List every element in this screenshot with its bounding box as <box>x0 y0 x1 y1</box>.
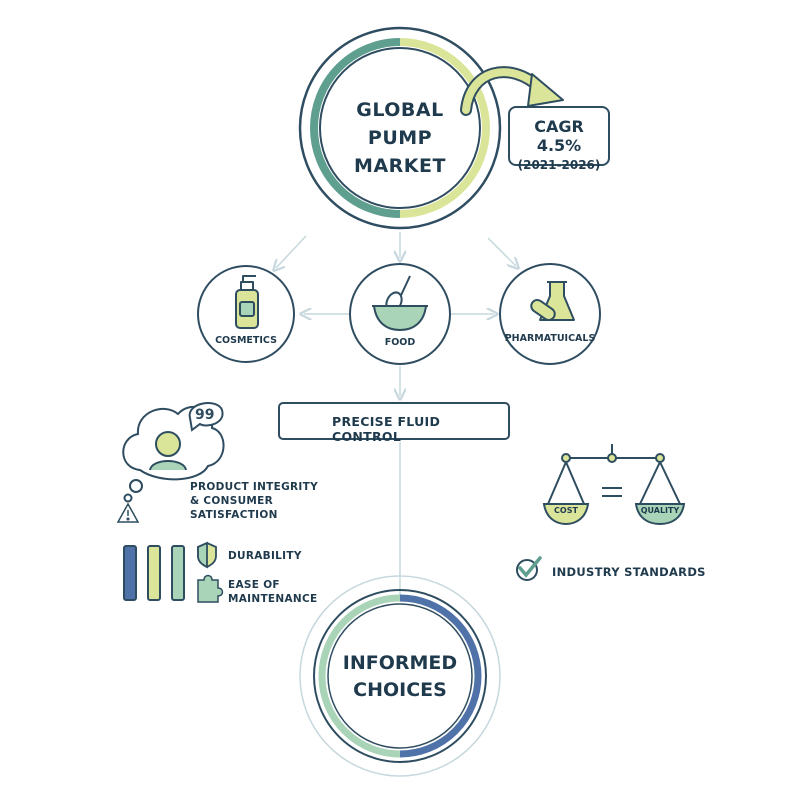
balance-scale-icon <box>542 444 686 526</box>
maintenance-line1: EASE OF <box>228 579 280 591</box>
cagr-box: CAGR 4.5% (2021-2026) <box>508 106 610 172</box>
consumer-line2: & CONSUMER <box>190 495 274 507</box>
outcome-line2: CHOICES <box>353 679 447 701</box>
market-circle <box>298 26 502 230</box>
consumer-satisfaction-text: PRODUCT INTEGRITY & CONSUMER SATISFACTIO… <box>190 480 318 522</box>
consumer-line3: SATISFACTION <box>190 509 278 521</box>
cost-label: COST <box>554 506 578 515</box>
outcome-line1: INFORMED <box>342 652 458 674</box>
outcome-title: INFORMED CHOICES <box>320 650 480 704</box>
mixing-bowl-icon <box>372 275 428 331</box>
puzzle-icon <box>197 574 224 603</box>
durability-label: DURABILITY <box>228 550 302 562</box>
maintenance-label: EASE OF MAINTENANCE <box>228 578 317 606</box>
feature-bars <box>123 545 185 601</box>
segment-label-cosmetics: COSMETICS <box>215 335 277 346</box>
outcome-circle <box>299 575 501 777</box>
consumer-line1: PRODUCT INTEGRITY <box>190 481 318 493</box>
market-title-line2: PUMP <box>367 127 433 149</box>
precise-fluid-control-box: PRECISE FLUID CONTROL <box>278 402 510 444</box>
shield-icon <box>197 541 217 569</box>
consumer-thought-cloud: 99 <box>122 402 225 503</box>
flask-capsule-icon <box>530 281 575 322</box>
maintenance-line2: MAINTENANCE <box>228 593 318 605</box>
quality-label: QUALITY <box>640 506 680 515</box>
pump-bottle-icon <box>235 275 259 329</box>
cagr-value: CAGR 4.5% <box>534 117 584 155</box>
segment-label-pharma: PHARMATUICALS <box>504 333 596 344</box>
industry-standards-label: INDUSTRY STANDARDS <box>552 565 706 579</box>
market-title-line1: GLOBAL <box>356 99 444 121</box>
segment-label-food: FOOD <box>384 337 416 348</box>
growth-arrow <box>460 66 564 116</box>
market-title-line3: MARKET <box>354 155 446 177</box>
warning-icon <box>116 502 140 523</box>
checkmark-icon <box>516 556 542 581</box>
precise-fluid-control-label: PRECISE FLUID CONTROL <box>332 414 441 444</box>
cagr-years: (2021-2026) <box>517 158 601 172</box>
svg-text:99: 99 <box>195 407 214 423</box>
market-title: GLOBAL PUMP MARKET <box>318 96 482 180</box>
